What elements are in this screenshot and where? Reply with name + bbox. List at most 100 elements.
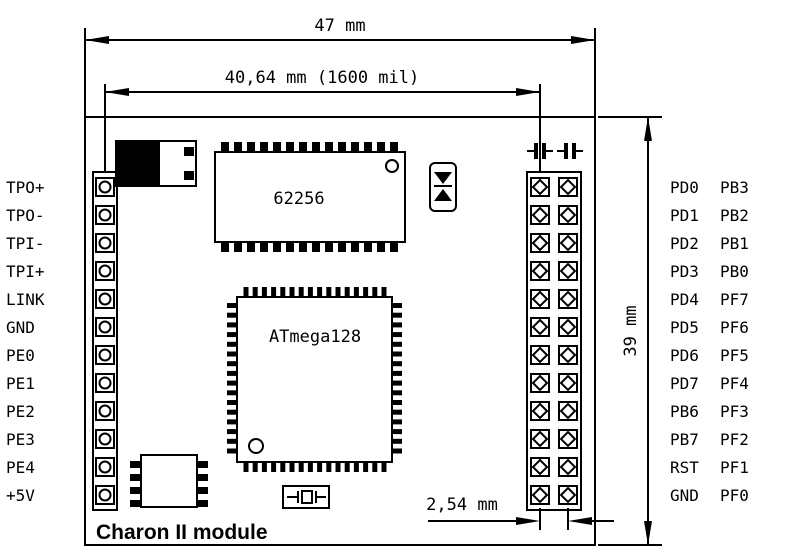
mcu-pin: [392, 361, 402, 367]
left-pin-label-PE0: PE0: [6, 346, 35, 365]
connector-hole: [531, 234, 549, 252]
soic-pin: [130, 487, 141, 494]
connector-hole: [559, 234, 577, 252]
mcu-pin: [392, 390, 402, 396]
right-pin-label-PD7: PD7: [670, 374, 699, 393]
generated-pins-and-labels: TPO+TPO-TPI-TPI+LINKGNDPE0PE1PE2PE3PE4+5…: [6, 142, 749, 507]
sram-pin: [338, 142, 346, 152]
mcu-pin: [252, 287, 258, 297]
left-header-pad: [95, 233, 115, 253]
mcu-pin: [227, 429, 237, 435]
mcu-pin: [243, 287, 249, 297]
sram-pin: [377, 142, 385, 152]
sram-pin: [260, 242, 268, 252]
connector-hole: [559, 458, 577, 476]
left-header-pad: [95, 457, 115, 477]
diode-component: [429, 162, 457, 212]
mcu-pin: [392, 429, 402, 435]
dim-connector-span: 40,64 mm (1600 mil): [104, 68, 541, 172]
mcu-label: ATmega128: [269, 327, 361, 347]
mcu-pin: [353, 287, 359, 297]
sram-pin: [364, 242, 372, 252]
soic-pin: [130, 461, 141, 468]
mcu-pin: [392, 303, 402, 308]
connector-hole: [531, 486, 549, 504]
mcu-pin: [392, 438, 402, 444]
sram-chip: 62256: [214, 151, 406, 243]
left-pin-label-GND: GND: [6, 318, 35, 337]
mcu-pin: [317, 462, 323, 472]
dim-connector-span-label: 40,64 mm (1600 mil): [225, 68, 419, 88]
cap-plate: [542, 143, 546, 159]
connector-hole: [531, 206, 549, 224]
mcu-pin: [392, 332, 402, 338]
soic-pin: [130, 474, 141, 481]
sram-pin: [286, 142, 294, 152]
left-header-pad: [95, 373, 115, 393]
soic-chip-body: [140, 454, 198, 508]
magnetics-black-body: [116, 141, 160, 186]
left-pin-label-LINK: LINK: [6, 290, 45, 309]
connector-pad: [558, 177, 578, 197]
connector-pad: [558, 485, 578, 505]
connector-hole: [559, 290, 577, 308]
mcu-pin: [252, 462, 258, 472]
right-pin-label-PB1: PB1: [720, 234, 749, 253]
mcu-pin: [227, 438, 237, 444]
left-header-hole: [98, 236, 112, 250]
left-pin-label-TPO-: TPO-: [6, 206, 45, 225]
dim-board-width: 47 mm: [84, 16, 596, 117]
left-header-hole: [98, 180, 112, 194]
mcu-pin: [392, 351, 402, 357]
left-pin-label-TPI+: TPI+: [6, 262, 45, 281]
mcu-pin: [392, 409, 402, 415]
sram-pin: [390, 142, 398, 152]
mcu-pin: [227, 370, 237, 376]
magnetics-pad: [184, 147, 194, 156]
connector-pad: [530, 485, 550, 505]
connector-pad: [530, 345, 550, 365]
left-pin-label-+5V: +5V: [6, 486, 35, 505]
right-pin-label-PD3: PD3: [670, 262, 699, 281]
left-pin-label-PE2: PE2: [6, 402, 35, 421]
right-pin-label-PD1: PD1: [670, 206, 699, 225]
diode-triangle: [434, 189, 452, 201]
mcu-pin: [335, 462, 341, 472]
mcu-pin: [227, 419, 237, 425]
right-pin-label-PD6: PD6: [670, 346, 699, 365]
right-pin-label-PF3: PF3: [720, 402, 749, 421]
crystal-component: [282, 485, 330, 509]
left-header-hole: [98, 208, 112, 222]
connector-pad: [530, 177, 550, 197]
left-header-hole: [98, 348, 112, 362]
connector-hole: [559, 262, 577, 280]
soic-pin: [197, 474, 208, 481]
connector-hole: [559, 318, 577, 336]
mcu-pin: [381, 462, 387, 472]
diode-triangle: [434, 172, 452, 184]
soic-pin: [130, 500, 141, 507]
connector-hole: [531, 318, 549, 336]
left-header-pad: [95, 429, 115, 449]
sram-label: 62256: [273, 189, 324, 209]
connector-pad: [530, 373, 550, 393]
left-header-hole: [98, 488, 112, 502]
mcu-pin: [335, 287, 341, 297]
right-pin-label-PD5: PD5: [670, 318, 699, 337]
arrowhead-left: [568, 517, 592, 525]
connector-hole: [559, 178, 577, 196]
connector-pad: [558, 401, 578, 421]
connector-pad: [530, 233, 550, 253]
right-pin-label-PB3: PB3: [720, 178, 749, 197]
mcu-pin: [289, 462, 295, 472]
dim-board-height: 39 mm: [598, 116, 662, 546]
right-pin-label-PD4: PD4: [670, 290, 699, 309]
connector-hole: [531, 290, 549, 308]
mcu-pin: [227, 341, 237, 347]
mcu-pin: [392, 400, 402, 405]
left-header-hole: [98, 264, 112, 278]
arrowhead-up: [644, 117, 652, 141]
left-header-hole: [98, 460, 112, 474]
mcu-pin: [227, 409, 237, 415]
